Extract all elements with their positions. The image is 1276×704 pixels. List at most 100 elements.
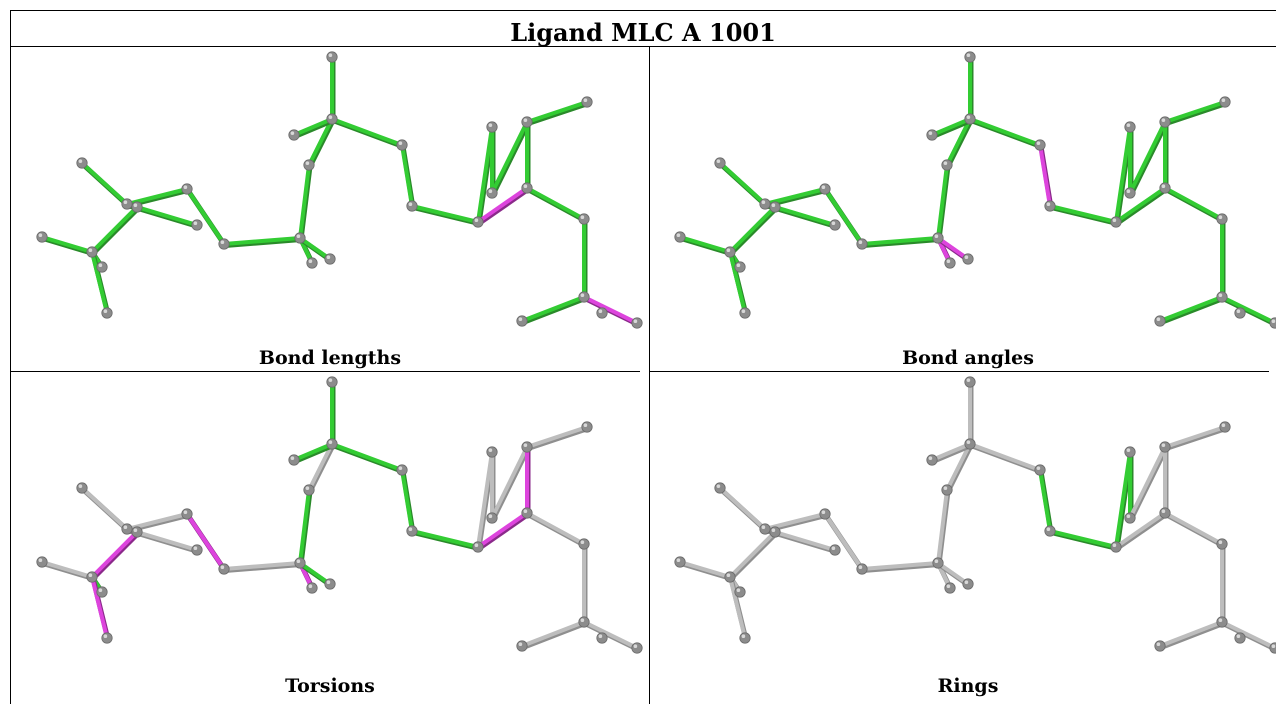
atom-highlight (928, 456, 933, 460)
bond-line (860, 236, 940, 246)
atom-highlight (964, 580, 969, 584)
atom-highlight (583, 423, 588, 427)
atom-highlight (1161, 184, 1166, 188)
atom (181, 183, 193, 195)
figure-frame: Ligand MLC A 1001 Bond lengths Bond angl… (10, 10, 1276, 704)
bond-line (40, 235, 94, 254)
atom-highlight (1221, 423, 1226, 427)
atom-highlight (726, 573, 731, 577)
atom (96, 261, 108, 273)
bond-green (490, 120, 531, 197)
atom (674, 556, 686, 568)
bond-green (823, 187, 866, 248)
bond-line (520, 295, 586, 323)
bond-line (1163, 100, 1227, 124)
atom-highlight (523, 443, 528, 447)
atom-highlight (123, 525, 128, 529)
atom (829, 544, 841, 556)
bond-green (936, 163, 951, 242)
bond-grey (40, 560, 96, 581)
atom (121, 523, 133, 535)
atom-highlight (726, 248, 731, 252)
bond-line (968, 117, 1042, 147)
bond-line (1048, 529, 1118, 549)
bond-magenta (1038, 143, 1054, 210)
atom (181, 508, 193, 520)
bond-green (1038, 468, 1054, 535)
atom (121, 198, 133, 210)
bond-grey (728, 575, 749, 642)
atom-highlight (598, 634, 603, 638)
atom-highlight (821, 185, 826, 189)
atom-highlight (716, 484, 721, 488)
atom (926, 129, 938, 141)
atom-highlight (133, 203, 138, 207)
bond-green (330, 442, 406, 474)
bond-line (1158, 295, 1224, 323)
bond-line (400, 143, 414, 208)
atom (739, 307, 751, 319)
atom-highlight (946, 584, 951, 588)
bond-green (330, 117, 406, 149)
atom (303, 159, 315, 171)
bond-line (476, 125, 494, 224)
bond-green (582, 217, 588, 301)
atom-highlight (98, 588, 103, 592)
panel-label: Bond lengths (258, 347, 402, 369)
atom (1216, 616, 1228, 628)
atom-highlight (1161, 509, 1166, 513)
atom (631, 317, 643, 329)
atom (739, 632, 751, 644)
bond-grey (1163, 511, 1226, 548)
bond-line (718, 161, 767, 206)
atom (714, 157, 726, 169)
bond-green (525, 186, 588, 223)
atom (1044, 525, 1056, 537)
atom (856, 238, 868, 250)
bond-green (1220, 217, 1226, 301)
atom (964, 51, 976, 63)
atom (486, 512, 498, 524)
bond-grey (728, 530, 779, 581)
atom-highlight (761, 200, 766, 204)
bond-line (90, 530, 139, 579)
atom-highlight (296, 234, 301, 238)
bond-grey (525, 425, 591, 451)
bond-grey (307, 442, 336, 494)
atom (303, 484, 315, 496)
bond-line (1220, 620, 1276, 650)
atom-highlight (580, 293, 585, 297)
atom (769, 201, 781, 213)
atom-highlight (193, 546, 198, 550)
atom-highlight (858, 240, 863, 244)
atom (829, 219, 841, 231)
bond-green (90, 205, 141, 256)
atom-highlight (1218, 293, 1223, 297)
bond-green (1158, 295, 1226, 325)
atom-highlight (943, 161, 948, 165)
bond-line (307, 117, 334, 167)
bond-grey (490, 445, 531, 522)
atom (724, 246, 736, 258)
atom-highlight (580, 215, 585, 219)
bond-line (823, 187, 864, 246)
bond-magenta (185, 512, 228, 573)
bond-grey (1163, 425, 1229, 451)
bond-line (930, 117, 972, 137)
atom (1124, 446, 1136, 458)
bond-grey (936, 488, 951, 567)
bond-line (185, 512, 226, 571)
bond-grey (1163, 445, 1169, 517)
atom-highlight (183, 510, 188, 514)
bond-line (1128, 120, 1167, 195)
atom (581, 96, 593, 108)
atom (578, 538, 590, 550)
atom (1110, 541, 1122, 553)
atom (131, 526, 143, 538)
atom (36, 556, 48, 568)
atom-highlight (1046, 202, 1051, 206)
atom (759, 523, 771, 535)
atom (941, 484, 953, 496)
bond-magenta (582, 295, 641, 327)
bond-green (410, 529, 482, 551)
